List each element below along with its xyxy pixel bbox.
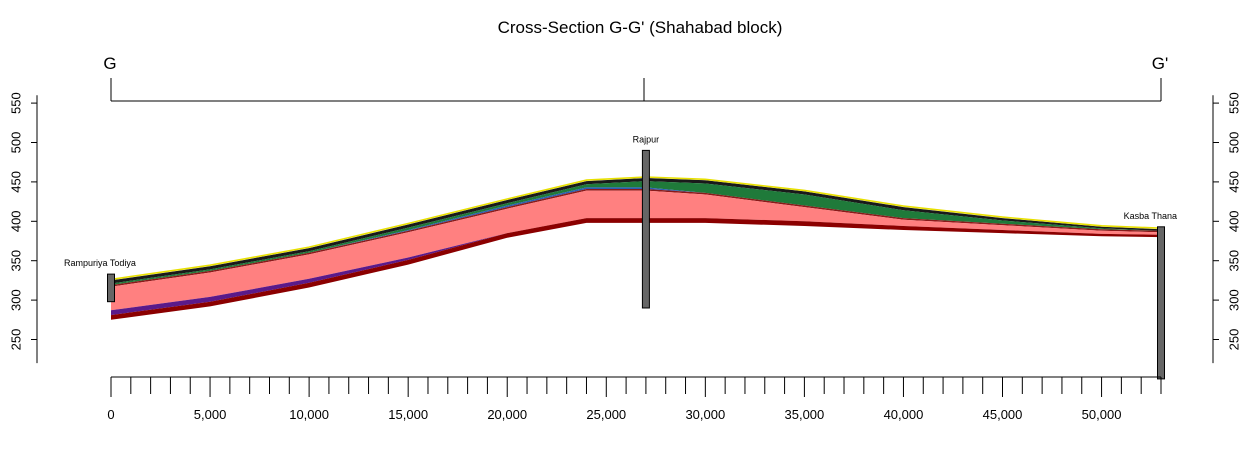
distance-axis: 0 5,000 10,000 15,000 20,000 25,000 30,000 35,0… xyxy=(107,376,1162,422)
distance-tick-label: 50,000 xyxy=(1082,407,1122,422)
distance-tick-label: 5,000 xyxy=(194,407,227,422)
elevation-tick-label: 350 xyxy=(1227,250,1242,272)
right-elevation-axis: 250 300 350 400 450 500 550 xyxy=(1212,92,1242,364)
distance-tick-label: 25,000 xyxy=(586,407,626,422)
distance-tick-label: 10,000 xyxy=(289,407,329,422)
borehole-label: Rampuriya Todiya xyxy=(64,258,136,268)
elevation-tick-label: 250 xyxy=(9,329,24,351)
elevation-tick-label: 300 xyxy=(1227,289,1242,311)
elevation-tick-label: 250 xyxy=(1227,329,1242,351)
elevation-tick-label: 300 xyxy=(9,289,24,311)
borehole-column xyxy=(107,273,115,303)
elevation-tick-label: 400 xyxy=(9,210,24,232)
distance-tick-label: 45,000 xyxy=(983,407,1023,422)
borehole-column xyxy=(641,149,650,309)
elevation-tick-label: 500 xyxy=(1227,132,1242,154)
section-start-label: G xyxy=(103,54,116,73)
borehole-2: Rajpur xyxy=(633,134,660,309)
borehole-label: Kasba Thana xyxy=(1124,211,1177,221)
elevation-tick-label: 500 xyxy=(9,132,24,154)
stratum-layer-5 xyxy=(111,190,1161,311)
elevation-tick-label: 350 xyxy=(9,250,24,272)
distance-tick-label: 35,000 xyxy=(785,407,825,422)
elevation-tick-label: 400 xyxy=(1227,210,1242,232)
left-elevation-axis: 250 300 350 400 450 500 550 xyxy=(9,92,38,364)
distance-tick-label: 0 xyxy=(107,407,114,422)
elevation-tick-label: 450 xyxy=(9,171,24,193)
elevation-tick-label: 550 xyxy=(1227,92,1242,114)
elevation-tick-label: 450 xyxy=(1227,171,1242,193)
section-line xyxy=(110,78,1162,102)
borehole-1: Rampuriya Todiya xyxy=(64,258,136,303)
distance-tick-label: 20,000 xyxy=(487,407,527,422)
borehole-column xyxy=(1157,226,1165,380)
distance-tick-label: 40,000 xyxy=(884,407,924,422)
distance-tick-label: 30,000 xyxy=(685,407,725,422)
strata-layers xyxy=(110,176,1162,320)
borehole-label: Rajpur xyxy=(633,134,660,144)
distance-tick-label: 15,000 xyxy=(388,407,428,422)
elevation-tick-label: 550 xyxy=(9,92,24,114)
section-end-label: G' xyxy=(1152,54,1168,73)
chart-title: Cross-Section G-G' (Shahabad block) xyxy=(498,18,783,37)
